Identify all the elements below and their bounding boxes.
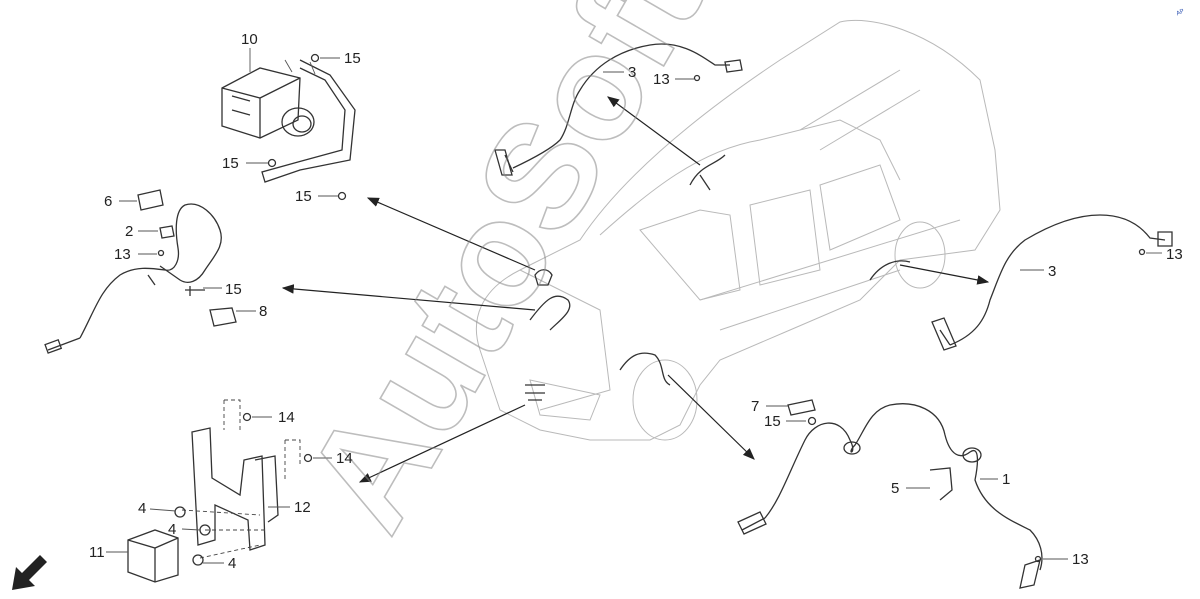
leader-lines [106, 48, 1162, 564]
callout-12: 12 [294, 499, 311, 516]
callout-10: 10 [241, 31, 258, 48]
callout-8: 8 [259, 303, 267, 320]
callout-2: 2 [125, 223, 133, 240]
corner-mark: AP [1176, 8, 1186, 17]
small-hardware [157, 53, 1146, 563]
callout-14-bottom: 14 [336, 450, 353, 467]
callout-13-top: 13 [653, 71, 670, 88]
callout-14-top: 14 [278, 409, 295, 426]
callout-5: 5 [891, 480, 899, 497]
rear-left-wheel-sensor [494, 43, 743, 176]
callout-13-left: 13 [114, 246, 131, 263]
callout-4-mid: 4 [168, 521, 176, 538]
callout-7: 7 [751, 398, 759, 415]
callout-1: 1 [1002, 471, 1010, 488]
callout-3-right: 3 [1048, 263, 1056, 280]
rear-right-wheel-sensor [931, 214, 1173, 351]
callout-labels: 10 15 15 15 3 13 6 2 13 15 8 13 3 7 15 1… [89, 8, 1185, 572]
abs-modulator-unit [221, 59, 356, 183]
callout-15-right: 15 [764, 413, 781, 430]
callout-3-top: 3 [628, 64, 636, 81]
bracket-assembly [127, 399, 301, 583]
front-direction-arrow-icon [12, 555, 47, 590]
vehicle-outline [475, 19, 1001, 441]
callout-15-mid: 15 [222, 155, 239, 172]
callout-4-bottom: 4 [228, 555, 236, 572]
callout-15-top: 15 [344, 50, 361, 67]
callout-11: 11 [89, 544, 105, 561]
front-left-wheel-sensor [44, 189, 237, 354]
callout-13-right: 13 [1166, 246, 1183, 263]
pointer-arrows [281, 96, 990, 483]
callout-15-low: 15 [295, 188, 312, 205]
front-right-wheel-sensor [737, 399, 1043, 589]
vehicle-harness [525, 154, 911, 401]
callout-13-bottom: 13 [1072, 551, 1089, 568]
callout-4-top: 4 [138, 500, 146, 517]
callout-15-left: 15 [225, 281, 242, 298]
callout-6: 6 [104, 193, 112, 210]
